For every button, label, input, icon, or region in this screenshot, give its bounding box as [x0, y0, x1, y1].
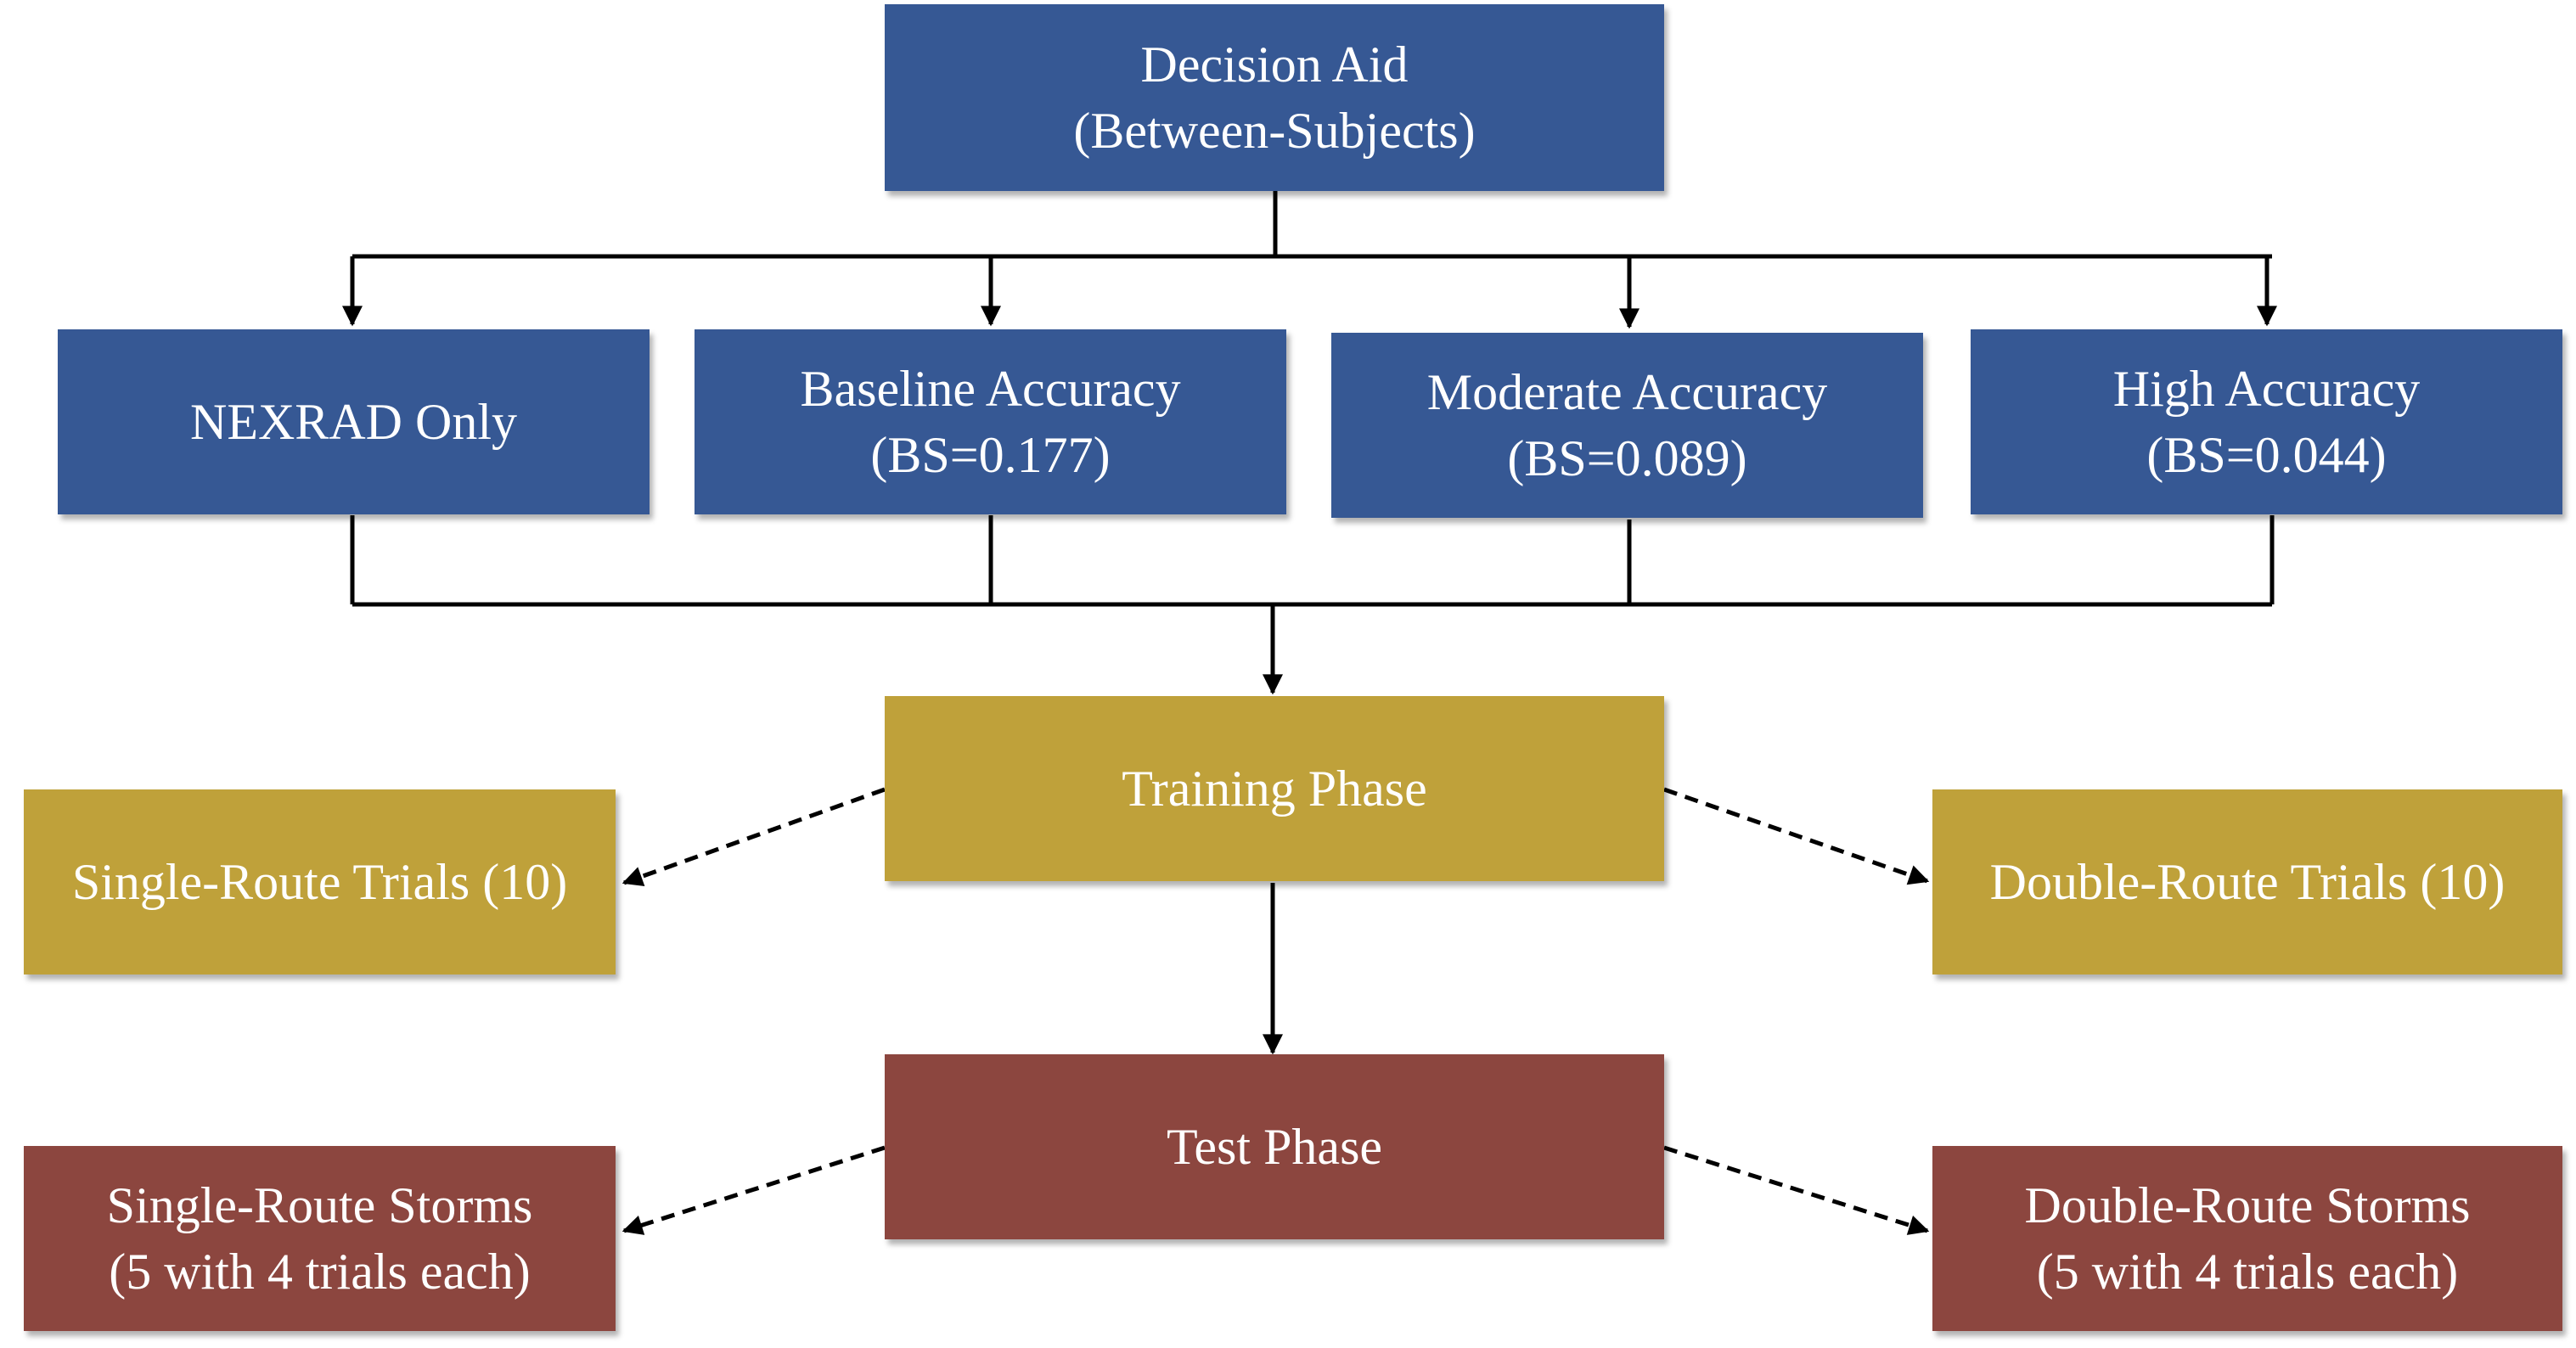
condition-nexrad-only: NEXRAD Only	[58, 329, 650, 514]
training-phase-label: Training Phase	[1122, 761, 1427, 817]
condition-brier-score: (BS=0.044)	[2146, 427, 2387, 483]
condition-high-accuracy: High Accuracy (BS=0.044)	[1971, 329, 2562, 514]
dashed-arrow-training-right	[1663, 787, 1930, 885]
training-phase-box: Training Phase	[885, 696, 1664, 881]
single-route-trials-label: Single-Route Trials (10)	[71, 854, 568, 910]
double-route-trials-label: Double-Route Trials (10)	[1989, 854, 2506, 910]
single-route-storms-detail: (5 with 4 trials each)	[109, 1244, 531, 1300]
single-route-trials-box: Single-Route Trials (10)	[24, 789, 616, 974]
decision-aid-title: Decision Aid	[1140, 37, 1409, 93]
decision-aid-box: Decision Aid (Between-Subjects)	[885, 4, 1664, 191]
decision-aid-subtitle: (Between-Subjects)	[1073, 103, 1476, 159]
condition-label: Baseline Accuracy	[800, 361, 1181, 417]
condition-label: Moderate Accuracy	[1426, 364, 1828, 420]
condition-brier-score: (BS=0.177)	[870, 427, 1111, 483]
test-phase-label: Test Phase	[1166, 1119, 1383, 1175]
double-route-storms-detail: (5 with 4 trials each)	[2036, 1244, 2459, 1300]
dashed-arrow-test-right	[1663, 1145, 1930, 1235]
double-route-storms-box: Double-Route Storms (5 with 4 trials eac…	[1932, 1146, 2562, 1331]
dashed-arrow-training-left	[622, 787, 886, 887]
condition-moderate-accuracy: Moderate Accuracy (BS=0.089)	[1331, 333, 1923, 518]
test-phase-box: Test Phase	[885, 1054, 1664, 1239]
double-route-storms-label: Double-Route Storms	[2024, 1177, 2471, 1233]
double-route-trials-box: Double-Route Trials (10)	[1932, 789, 2562, 974]
dashed-arrow-test-left	[622, 1145, 886, 1235]
condition-brier-score: (BS=0.089)	[1507, 430, 1747, 486]
condition-baseline-accuracy: Baseline Accuracy (BS=0.177)	[695, 329, 1286, 514]
condition-label: NEXRAD Only	[190, 394, 517, 450]
single-route-storms-box: Single-Route Storms (5 with 4 trials eac…	[24, 1146, 616, 1331]
condition-label: High Accuracy	[2112, 361, 2421, 417]
single-route-storms-label: Single-Route Storms	[106, 1177, 533, 1233]
